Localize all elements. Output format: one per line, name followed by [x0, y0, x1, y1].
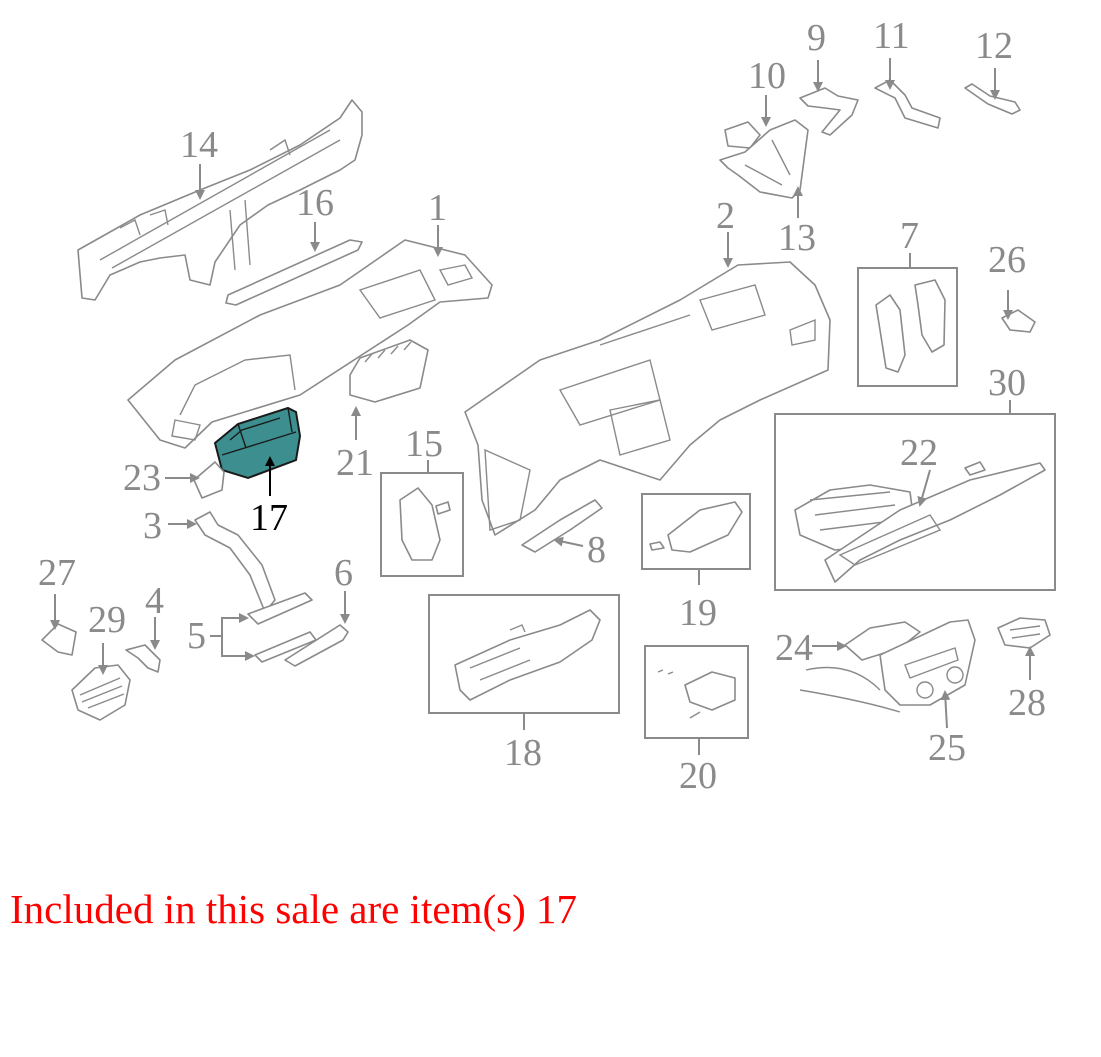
- callout-1: 1: [428, 187, 447, 229]
- callout-27: 27: [38, 552, 76, 594]
- part-19-group: [641, 493, 751, 570]
- callout-22: 22: [900, 432, 938, 474]
- leader-lines: [50, 58, 1035, 755]
- callout-4: 4: [145, 580, 164, 622]
- part-11-bracket: [874, 79, 941, 129]
- callout-28: 28: [1008, 682, 1046, 724]
- callout-20: 20: [679, 755, 717, 797]
- part-25-control-panel: [799, 619, 976, 713]
- callout-14: 14: [180, 124, 218, 166]
- callout-26: 26: [988, 239, 1026, 281]
- part-14-cross-car-beam: [77, 99, 363, 301]
- part-20-group: [644, 645, 749, 739]
- callout-15: 15: [405, 423, 443, 465]
- part-17-highlighted: [213, 406, 302, 480]
- part-12-bracket: [964, 83, 1021, 115]
- callout-10: 10: [748, 55, 786, 97]
- callout-7: 7: [900, 215, 919, 257]
- part-2-main-dash: [464, 261, 831, 536]
- callout-9: 9: [807, 17, 826, 59]
- part-10-bracket: [724, 121, 761, 149]
- callout-11: 11: [873, 15, 910, 57]
- callout-13: 13: [778, 217, 816, 259]
- callout-labels: 1 2 3 4 5 6 7 8 9 10 11 12 13 14 15 16 1…: [38, 15, 1046, 797]
- callout-8: 8: [587, 529, 606, 571]
- callout-30: 30: [988, 362, 1026, 404]
- part-8: [521, 499, 603, 553]
- callout-23: 23: [123, 457, 161, 499]
- part-18-group: [428, 594, 620, 714]
- part-4: [125, 644, 161, 673]
- part-15-group: [380, 472, 464, 577]
- part-27: [41, 623, 77, 656]
- part-30-group: [774, 413, 1056, 591]
- sale-note: Included in this sale are item(s) 17: [10, 886, 577, 932]
- part-21-airbag: [349, 339, 429, 403]
- callout-3: 3: [143, 505, 162, 547]
- part-1-upper-panel: [127, 239, 493, 449]
- part-26: [1001, 309, 1036, 333]
- callout-18: 18: [504, 732, 542, 774]
- part-23: [193, 461, 225, 499]
- callout-12: 12: [975, 25, 1013, 67]
- callout-16: 16: [296, 182, 334, 224]
- callout-24: 24: [775, 627, 813, 669]
- part-24: [844, 621, 921, 661]
- part-6: [284, 624, 349, 667]
- callout-21: 21: [336, 442, 374, 484]
- part-5-ducts: [247, 592, 317, 663]
- callout-19: 19: [679, 592, 717, 634]
- part-29-vent: [71, 664, 131, 721]
- part-3-duct: [194, 511, 276, 613]
- callout-17: 17: [250, 497, 288, 539]
- part-9-bracket: [799, 87, 859, 136]
- part-16-strip: [225, 239, 363, 306]
- callout-5: 5: [187, 615, 206, 657]
- callout-29: 29: [88, 599, 126, 641]
- callout-6: 6: [334, 552, 353, 594]
- callout-2: 2: [716, 195, 735, 237]
- part-7-group: [857, 267, 958, 387]
- part-28: [997, 617, 1051, 649]
- callout-25: 25: [928, 727, 966, 769]
